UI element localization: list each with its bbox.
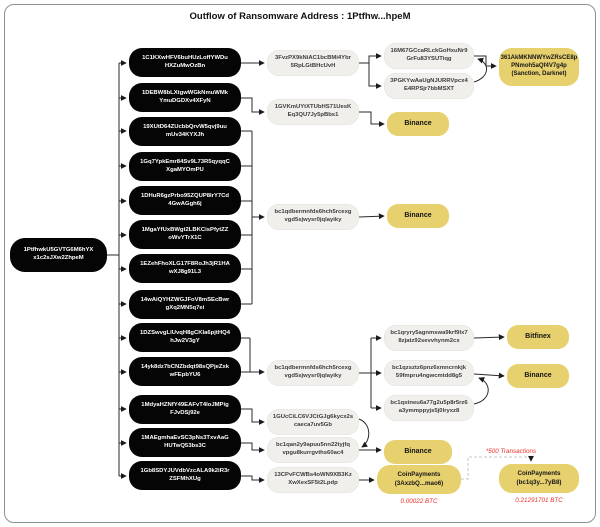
node-intermediate-3pgky[interactable]: 3PGKYwAaUgNJURRVpcx4 E4RPSjr7bbMSXT — [384, 73, 474, 99]
node-wallet-10[interactable]: 14yk8dz7bCNZbdqt98sQPjeZxk wFEpbYU6 — [129, 357, 241, 386]
node-wallet-6[interactable]: 1MgaYfUxBWgt2LBKCisPfytZZ oWvYTrX1C — [129, 220, 241, 249]
node-exchange-binance-2[interactable]: Binance — [387, 204, 449, 228]
node-wallet-1[interactable]: 1C1KXwHFV6buHUzLoffYWDu HXZuMwOzBn — [129, 48, 241, 77]
node-exchange-binance-1[interactable]: Binance — [387, 112, 449, 136]
edge-b11-m5 — [241, 408, 265, 425]
node-source-wallet[interactable]: 1PtfhwkU5GVTG6M6hYX x1c2sJXw2ZhpeM — [10, 238, 107, 272]
edge-m1-r1 — [359, 53, 382, 64]
node-wallet-9[interactable]: 1DZSwvgLlUvqH8gCKIa6pjtHQ4 hJw2V3gY — [129, 323, 241, 352]
edge-m3-y2 — [358, 213, 385, 220]
edge-m1-r2 — [368, 63, 382, 89]
node-wallet-13[interactable]: 1Gb8SDYJUVdbVzcALA9k2iR3r ZSFMhXUg — [129, 461, 241, 490]
node-intermediate-bc1qryry[interactable]: bc1qryry5agnmswa9krf9lx7 8zjatz92sevvhyn… — [384, 325, 474, 351]
edge-source-trunk — [107, 63, 120, 476]
node-exchange-binance-3[interactable]: Binance — [384, 440, 452, 464]
edge-b12-m6 — [241, 442, 265, 453]
node-wallet-4[interactable]: 1Gq7YpkEmr84Sv9L73R5qyqqC XgaMYOmPU — [129, 152, 241, 181]
node-coinpayments-1[interactable]: CoinPayments (3AxzbQ...mao6) — [377, 465, 461, 494]
edge-r5-r4-curve — [473, 377, 489, 405]
edge-m5-m6-curve — [358, 418, 370, 448]
node-wallet-11[interactable]: 1MdyaHZNfY49EAFvT4IoJMPig FJvDSj92e — [129, 395, 241, 424]
edge-m2-y1 — [359, 111, 385, 127]
edge-r1-f1 — [474, 55, 497, 69]
node-sanctioned-address[interactable]: 361AkMKNNWYwZRsCE8p PNmoh5aQf4V7g4p (San… — [499, 48, 579, 86]
node-wallet-12[interactable]: 1MAEgmhaEvSC3pNs3TxvAaG HUTwQ53bs3C — [129, 428, 241, 457]
edge-coinpayments-dashed — [461, 456, 531, 480]
node-intermediate-1gvkm[interactable]: 1GVKmUYtXTUbHS71UesK Eq3QU7Jy5pBbs1 — [267, 99, 359, 125]
node-intermediate-bc1qzsztz[interactable]: bc1qzsztz6pnz6xmncrnkjk 59fmpru4ngwcmtdd… — [384, 360, 474, 386]
node-intermediate-13cpv[interactable]: 13CPvFCWBs4oWN9XB3Kz XwXexSF5t2Lpdp — [267, 467, 359, 493]
diagram-title: Outflow of Ransomware Address : 1Ptfhw..… — [189, 11, 411, 22]
edge-r2-r1-curve — [473, 57, 487, 83]
node-intermediate-1guc[interactable]: 1GUcCiLC6VJCtGJg6kycx2s caeca7uv5Gb — [267, 409, 359, 435]
node-wallet-2[interactable]: 1DEBW8bLXtgwWGkNmuWMk YmuDGDXv4XFyN — [129, 83, 241, 112]
edge-b13-m7 — [241, 475, 265, 483]
node-wallet-8[interactable]: 14wAiQYHZWGJFoV8mSEcBwr gXq2MN5q7ei — [129, 290, 241, 319]
node-intermediate-bc1qstneu[interactable]: bc1qstneu6a77g2u5p8r5rz6 a3ymmppyjs5j0lr… — [384, 395, 474, 421]
node-intermediate-3fvz[interactable]: 3FvzPX9kNiAC1bcBMi4Ybr 5RpLGtBHcUvH — [267, 50, 359, 76]
edge-r4-f3 — [473, 372, 505, 379]
label-btc-amount-large: 0.21291701 BTC — [515, 497, 563, 504]
node-exchange-bitfinex[interactable]: Bitfinex — [507, 325, 569, 349]
node-intermediate-bc1qdbermn-2[interactable]: bc1qdbermnfds6hch5rcexg vgd5sjwysr0jqlay… — [267, 360, 359, 386]
edge-m4-out — [359, 338, 372, 408]
node-intermediate-bc1qdbermn-1[interactable]: bc1qdbermnfds6hch5rcexg vgd5sjwysr0jqlay… — [267, 204, 359, 230]
label-transaction-count: *500 Transactions — [485, 448, 537, 455]
node-wallet-3[interactable]: 19XUtD64ZUcbbQrvW5qvj9uu mUv34KYXJh — [129, 117, 241, 146]
node-coinpayments-2[interactable]: CoinPayments (bc1q3y...7yB8) — [499, 464, 579, 493]
edge-b2-m2 — [241, 97, 265, 115]
node-wallet-7[interactable]: 1EZehFhoXLG17F8RoJh3jR1HA wXJ8g91L3 — [129, 254, 241, 283]
label-btc-amount-small: 0.00022 BTC — [400, 498, 438, 505]
node-wallet-5[interactable]: 1DHuR6gzPrbo95ZQUP8IrY7Cd 4GwAGgh6j — [129, 186, 241, 215]
node-exchange-binance-4[interactable]: Binance — [507, 364, 569, 388]
node-intermediate-bc1qan2y[interactable]: bc1qan2y9apuu5nn22tyjfq vpgu8kurrgvths60… — [267, 437, 359, 463]
node-intermediate-16m67[interactable]: 16M67GCcaRLckGoHxuNr9 GrFu83YSUTiqg — [384, 43, 474, 69]
edge-r3-f2 — [473, 334, 505, 341]
